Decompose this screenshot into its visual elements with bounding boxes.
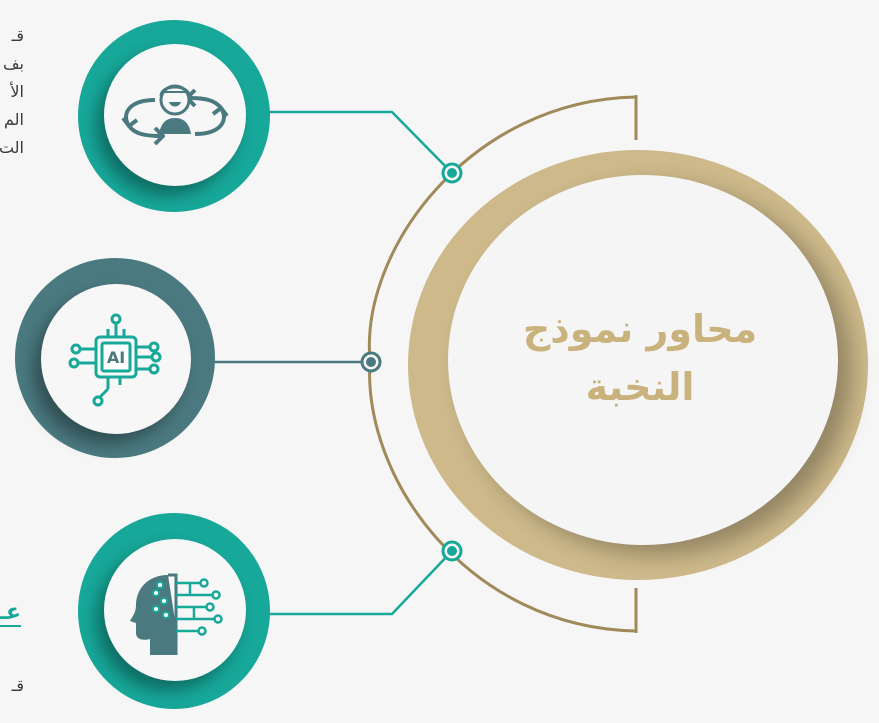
- person-cycle-icon: [121, 84, 229, 146]
- bottom-connector: [268, 550, 453, 616]
- node-intelligence[interactable]: [78, 513, 270, 709]
- ai-chip-icon: AI: [68, 313, 162, 407]
- node-ai-inner: AI: [41, 284, 191, 434]
- paragraph-line: قـ: [11, 26, 24, 45]
- center-title: محاور نموذج النخبة: [470, 300, 810, 416]
- paragraph-line: الأ: [10, 82, 24, 101]
- ai-label: AI: [107, 348, 125, 367]
- paragraph-line: الت: [0, 138, 24, 157]
- top-connector: [268, 110, 453, 174]
- node-ai[interactable]: AI: [15, 258, 215, 458]
- center-title-line: محاور نموذج: [522, 307, 758, 351]
- circuit-head-icon: [130, 573, 223, 655]
- node-experience[interactable]: [78, 20, 270, 212]
- node-intelligence-inner: [104, 539, 246, 681]
- paragraph-line: الم: [4, 110, 24, 129]
- paragraph-line: قـ: [11, 676, 24, 695]
- top-paragraph: قـ بف الأ الم الت: [0, 22, 24, 162]
- bottom-paragraph: قـ: [0, 672, 24, 700]
- center-disc: [448, 175, 838, 545]
- paragraph-line: بف: [2, 54, 24, 73]
- node-experience-inner: [104, 44, 246, 186]
- bottom-heading[interactable]: عـ: [0, 600, 21, 625]
- center-title-line: النخبة: [585, 365, 695, 409]
